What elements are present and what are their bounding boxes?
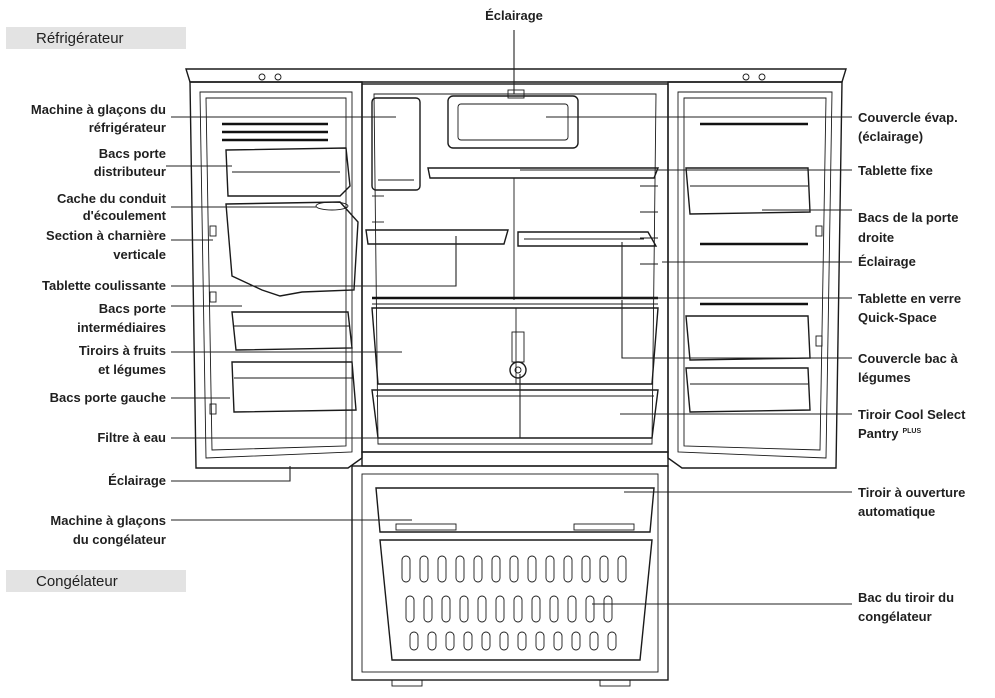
label-eclairage-right: Éclairage (858, 254, 916, 269)
right-door-bin-upper (685, 167, 811, 215)
foot-left (391, 679, 423, 687)
cool-select-pantry (371, 389, 659, 439)
label-auto-drawer-2: automatique (858, 504, 935, 519)
dispenser-bin (225, 147, 351, 197)
label-ice-maker-freezer-2: du congélateur (73, 532, 166, 547)
fridge-ice-maker (371, 97, 421, 191)
glass-shelf-quick-space (517, 231, 658, 247)
leader-eclairage-bottom (171, 466, 291, 482)
middle-door-bin (231, 311, 353, 351)
leader-water-filter (171, 374, 521, 439)
foot-right (599, 679, 631, 687)
label-fixed-shelf: Tablette fixe (858, 163, 933, 178)
left-door-icemaker (225, 201, 359, 297)
hinge-screw-right (742, 73, 750, 81)
section-tab-freezer (6, 570, 186, 592)
label-cool-select-plus: PLUS (902, 428, 921, 435)
leader-sliding-shelf (171, 236, 457, 287)
drain-cover (315, 201, 349, 211)
label-freezer-bin-2: congélateur (858, 609, 932, 624)
section-title-refrigerator: Réfrigérateur (36, 30, 124, 47)
label-right-door-bins-1: Bacs de la porte (858, 210, 958, 225)
label-eclairage-bottom: Éclairage (108, 473, 166, 488)
label-drain-cover-2: d'écoulement (83, 208, 167, 223)
label-eclairage-top: Éclairage (485, 8, 543, 23)
auto-open-drawer (375, 487, 655, 533)
label-hinge-section-2: verticale (113, 247, 166, 262)
label-evap-cover-1: Couvercle évap. (858, 110, 958, 125)
label-dispenser-bins-2: distributeur (94, 164, 166, 179)
left-door (189, 81, 363, 469)
fixed-shelf (427, 167, 660, 179)
sliding-shelf (365, 229, 509, 245)
fridge-cabinet (361, 83, 669, 453)
label-sliding-shelf: Tablette coulissante (42, 278, 166, 293)
labels-right: Couvercle évap. (éclairage) Tablette fix… (858, 110, 966, 624)
crisper-drawers (371, 307, 659, 385)
left-door-bin (231, 361, 357, 413)
right-door-bin-middle (685, 315, 811, 361)
label-cool-select-1: Tiroir Cool Select (858, 407, 966, 422)
label-glass-shelf-1: Tablette en verre (858, 291, 961, 306)
label-crisper-drawers-1: Tiroirs à fruits (79, 343, 166, 358)
top-light (507, 89, 525, 99)
evaporator-cover (447, 95, 579, 149)
label-water-filter: Filtre à eau (97, 430, 166, 445)
label-auto-drawer-1: Tiroir à ouverture (858, 485, 965, 500)
label-ice-maker-freezer-1: Machine à glaçons (50, 513, 166, 528)
leader-glass-shelf (621, 242, 852, 299)
right-door-bin-lower (685, 367, 811, 413)
leader-crisper-cover (621, 300, 852, 359)
label-crisper-cover-1: Couvercle bac à (858, 351, 958, 366)
freezer-drawer (351, 465, 669, 687)
label-crisper-cover-2: légumes (858, 370, 911, 385)
divider-bar (361, 451, 669, 467)
labels-left: Éclairage Machine à glaçons du réfrigéra… (31, 8, 543, 547)
label-right-door-bins-2: droite (858, 230, 894, 245)
label-middle-bins-1: Bacs porte (99, 301, 166, 316)
label-left-door-bins: Bacs porte gauche (50, 390, 166, 405)
freezer-ice-maker (395, 523, 457, 531)
section-title-freezer: Congélateur (36, 573, 118, 590)
right-door (667, 81, 843, 469)
fridge-illustration (185, 68, 847, 687)
label-cool-select-pantry: Pantry (858, 426, 899, 441)
label-ice-maker-fridge-2: réfrigérateur (89, 120, 166, 135)
section-tab-refrigerator (6, 27, 186, 49)
label-middle-bins-2: intermédiaires (77, 320, 166, 335)
label-hinge-section-1: Section à charnière (46, 228, 166, 243)
label-ice-maker-fridge-1: Machine à glaçons du (31, 102, 166, 117)
label-glass-shelf-2: Quick-Space (858, 310, 937, 325)
label-evap-cover-2: (éclairage) (858, 129, 923, 144)
basket-slots (401, 555, 627, 651)
freezer-basket (379, 539, 653, 661)
hinge-screw-left (258, 73, 266, 81)
leader-lines (166, 30, 852, 605)
label-freezer-bin-1: Bac du tiroir du (858, 590, 954, 605)
label-drain-cover-1: Cache du conduit (57, 191, 167, 206)
water-filter (509, 361, 527, 379)
label-crisper-drawers-2: et légumes (98, 362, 166, 377)
label-dispenser-bins-1: Bacs porte (99, 146, 166, 161)
